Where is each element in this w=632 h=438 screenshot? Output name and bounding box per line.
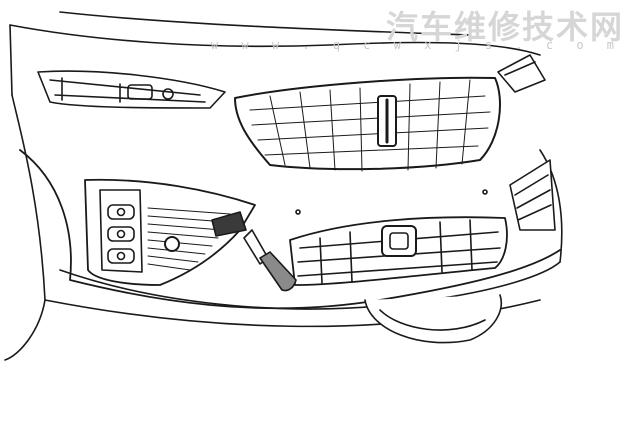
lower-grille bbox=[289, 216, 508, 286]
hood-outline bbox=[9, 11, 541, 96]
watermark-title: 汽车维修技术网 bbox=[385, 8, 624, 46]
trim-panel-clip bbox=[211, 211, 247, 237]
pry-tool bbox=[243, 229, 297, 292]
screw-left bbox=[295, 209, 301, 215]
right-headlight bbox=[497, 54, 546, 93]
right-fog-vent bbox=[509, 159, 556, 231]
grille-mesh bbox=[249, 79, 491, 172]
fog-lamp-leds bbox=[107, 204, 135, 264]
left-headlight bbox=[37, 70, 226, 109]
radar-cover bbox=[381, 225, 417, 257]
watermark-url: w w w . q c w x j s . c o m bbox=[210, 38, 622, 52]
upper-grille bbox=[234, 76, 501, 172]
left-fog-lamp-housing bbox=[84, 178, 256, 286]
parking-sensor bbox=[164, 236, 180, 252]
screw-right bbox=[482, 189, 488, 195]
front-wheel bbox=[364, 294, 502, 344]
